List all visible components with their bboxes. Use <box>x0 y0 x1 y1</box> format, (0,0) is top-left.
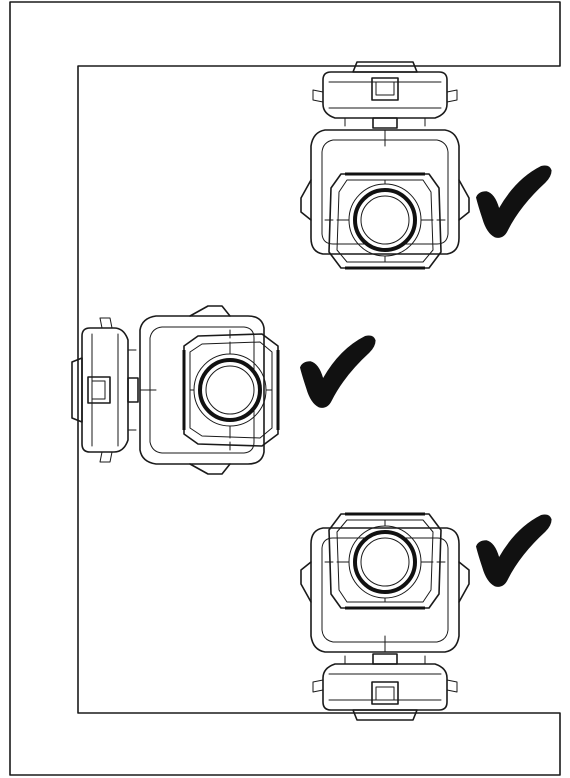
fixture-bottom <box>299 512 471 722</box>
room-outline <box>9 1 561 776</box>
check-mark-icon <box>300 335 376 408</box>
fixture-left-wall <box>70 304 280 476</box>
check-mark-icon <box>476 165 552 238</box>
fixture-top <box>299 60 471 270</box>
check-mark-icon <box>476 514 552 587</box>
